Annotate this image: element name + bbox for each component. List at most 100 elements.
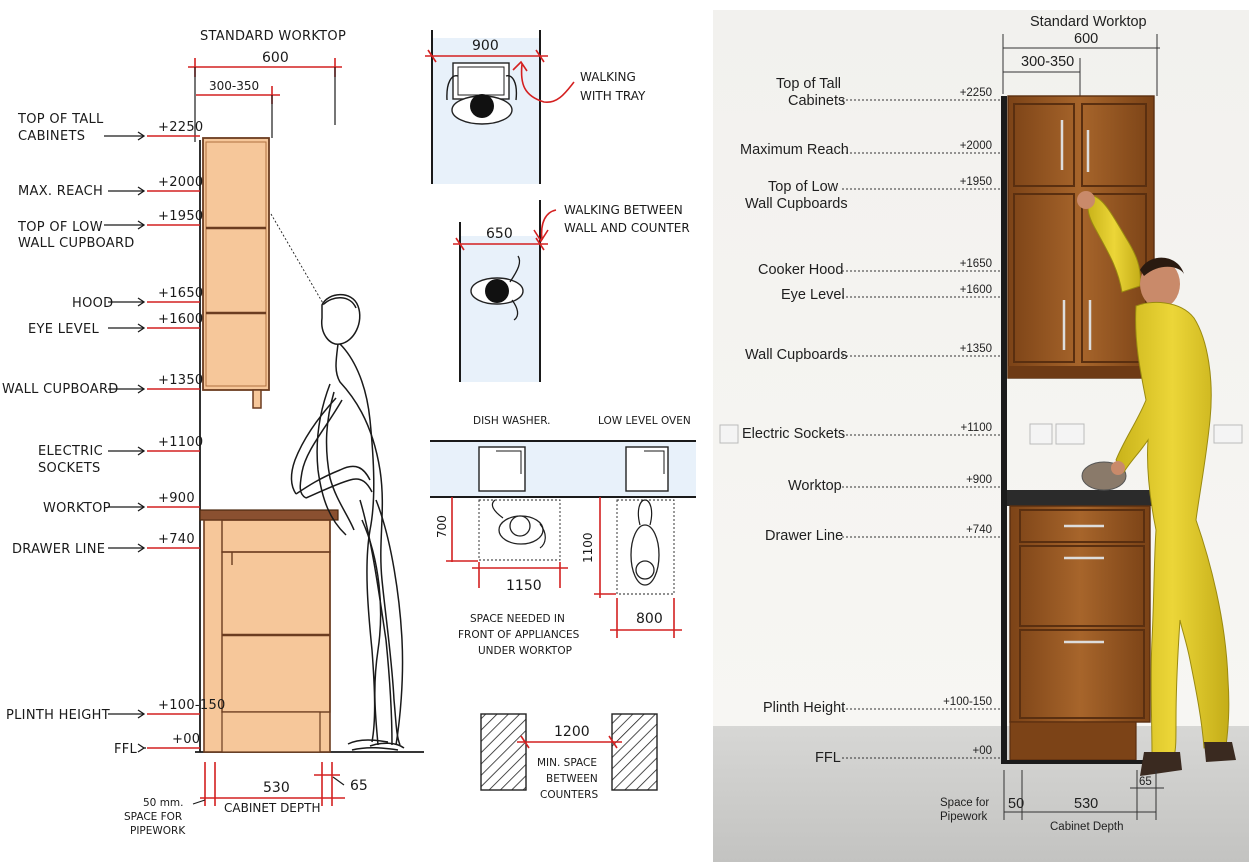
low-level-oven-label: LOW LEVEL OVEN	[598, 415, 691, 427]
photo-label-value: +2000	[960, 140, 992, 152]
photo-label-maximum-reach: Maximum Reach +2000	[740, 140, 1000, 158]
sketch-label-text: PLINTH HEIGHT	[6, 708, 110, 723]
arrow-head	[137, 220, 146, 230]
photo-label-text: Top of Tall	[776, 76, 841, 92]
sketch-label-value: +1650	[158, 286, 203, 301]
sketch-label-text: WALL CUPBOARD	[18, 236, 135, 251]
walking-tray-label-2: WITH TRAY	[580, 89, 646, 103]
photo-cabinet-depth-label: Cabinet Depth	[1050, 821, 1124, 833]
sketch-label-max-reach: MAX. REACH+2000	[18, 175, 203, 199]
photo-pipework-value: 50	[1008, 796, 1024, 812]
photo-standard-worktop-title: Standard Worktop	[1030, 14, 1147, 30]
sketch-label-eye-level: EYE LEVEL +1600	[28, 312, 203, 337]
appliance-caption-1: SPACE NEEDED IN	[470, 613, 565, 625]
arrow-head	[137, 186, 146, 196]
walking-tray-label-1: WALKING	[580, 70, 636, 84]
photo-label-worktop: Worktop+900	[788, 474, 1000, 494]
photo-label-text: Wall Cupboards	[745, 347, 848, 363]
sketch-label-text: WORKTOP	[43, 501, 111, 516]
sketch-pipework-line-3: PIPEWORK	[130, 825, 186, 837]
photo-label-text: Plinth Height	[763, 700, 845, 716]
photo-label-value: +1350	[960, 343, 992, 355]
plan-counters: 1200 MIN. SPACE BETWEEN COUNTERS	[480, 713, 658, 801]
photo-label-value: +900	[966, 474, 992, 486]
arrow-head	[137, 709, 146, 719]
sketch-wall-cabinet	[202, 137, 270, 409]
sketch-pipework-line-1: 50 mm.	[143, 797, 184, 809]
sketch-label-value: +1600	[158, 312, 203, 327]
photo-label-text: Drawer Line	[765, 528, 843, 544]
oven-depth-value: 1100	[581, 532, 595, 563]
counters-caption-3: COUNTERS	[540, 789, 598, 801]
sketch-label-electric-sockets: ELECTRIC SOCKETS +1100	[38, 435, 203, 476]
sketch-label-text: TOP OF LOW	[17, 220, 103, 235]
sketch-label-value: +1100	[158, 435, 203, 450]
photo-label-text: Maximum Reach	[740, 142, 849, 158]
sketch-standard-worktop-title: STANDARD WORKTOP	[200, 29, 346, 44]
sketch-label-plinth-height: PLINTH HEIGHT +100-150	[6, 698, 226, 723]
photo-wall-cabinets	[1007, 95, 1155, 379]
sketch-label-text: ELECTRIC	[38, 444, 103, 459]
sketch-label-value: +1950	[158, 209, 203, 224]
sketch-label-text: FFL	[114, 742, 138, 757]
dish-washer-label: DISH WASHER.	[473, 415, 551, 427]
sketch-label-text: WALL CUPBOARD	[2, 382, 119, 397]
walking-between-label-2: WALL AND COUNTER	[564, 221, 690, 235]
sketch-label-text: CABINETS	[18, 129, 85, 144]
appliance-caption-3: UNDER WORKTOP	[478, 645, 572, 657]
sketch-toe-value: 65	[350, 778, 368, 794]
arrow-head	[137, 502, 146, 512]
dishwasher-width-value: 1150	[506, 578, 542, 594]
photo-pipework-line-2: Pipework	[940, 811, 988, 823]
sketch-label-value: +2000	[158, 175, 203, 190]
arrow-head	[137, 384, 146, 394]
photo-label-text: Eye Level	[781, 287, 845, 303]
arrow-head	[137, 131, 146, 141]
sketch-label-worktop: WORKTOP+900	[43, 491, 200, 516]
photo-worktop-depth-value: 600	[1074, 31, 1098, 47]
photo-label-value: +1600	[960, 284, 992, 296]
sketch-label-value: +740	[158, 532, 195, 547]
sketch-label-wall-cupboard: WALL CUPBOARD +1350	[2, 373, 203, 397]
plan-sketches: 900 WALKING WITH TRAY 650 WALKING	[425, 30, 696, 801]
counters-caption-1: MIN. SPACE	[537, 757, 597, 769]
arrow-head	[137, 323, 146, 333]
sketch-label-hood: HOOD+1650	[72, 286, 203, 311]
sketch-label-text: TOP OF TALL	[17, 112, 104, 127]
plan-appliances: DISH WASHER. LOW LEVEL OVEN 700 1150 110…	[430, 415, 696, 657]
photo-label-value: +1950	[960, 176, 992, 188]
sketch-cabinet-depth-label: CABINET DEPTH	[224, 801, 320, 815]
walking-between-label-1: WALKING BETWEEN	[564, 203, 683, 217]
sketch-label-value: +100-150	[158, 698, 226, 713]
photo-label-value: +1650	[960, 258, 992, 270]
photo-cabinet-depth-value: 530	[1074, 796, 1098, 812]
photo-label-eye-level: Eye Level +1600	[781, 284, 1000, 303]
sketch-wall-cab-depth-value: 300-350	[209, 79, 259, 93]
sketch-human-figure	[290, 293, 405, 751]
photo-label-text: FFL	[815, 750, 841, 766]
dishwasher-depth-value: 700	[435, 515, 449, 538]
photo-label-plinth-height: Plinth Height +100-150	[763, 696, 1000, 716]
arrow-head	[137, 543, 146, 553]
sketch-label-value: +00	[172, 732, 200, 747]
sketch-label-value: +1350	[158, 373, 203, 388]
arrow-head	[137, 743, 146, 753]
sketch-label-text: SOCKETS	[38, 461, 101, 476]
photo-label-value: +00	[972, 745, 992, 757]
arrow-head	[137, 297, 146, 307]
sketch-label-text: EYE LEVEL	[28, 322, 99, 337]
photo-label-value: +100-150	[943, 696, 992, 708]
photo-label-text: Cabinets	[788, 93, 845, 109]
photo-label-text: Top of Low	[768, 179, 839, 195]
sketch-pipework-line-2: SPACE FOR	[124, 811, 182, 823]
sketch-label-drawer-line: DRAWER LINE+740	[12, 532, 200, 557]
counters-space-value: 1200	[554, 724, 590, 740]
photo-label-text: Electric Sockets	[742, 426, 845, 442]
photo-base-cabinet	[1005, 490, 1157, 764]
